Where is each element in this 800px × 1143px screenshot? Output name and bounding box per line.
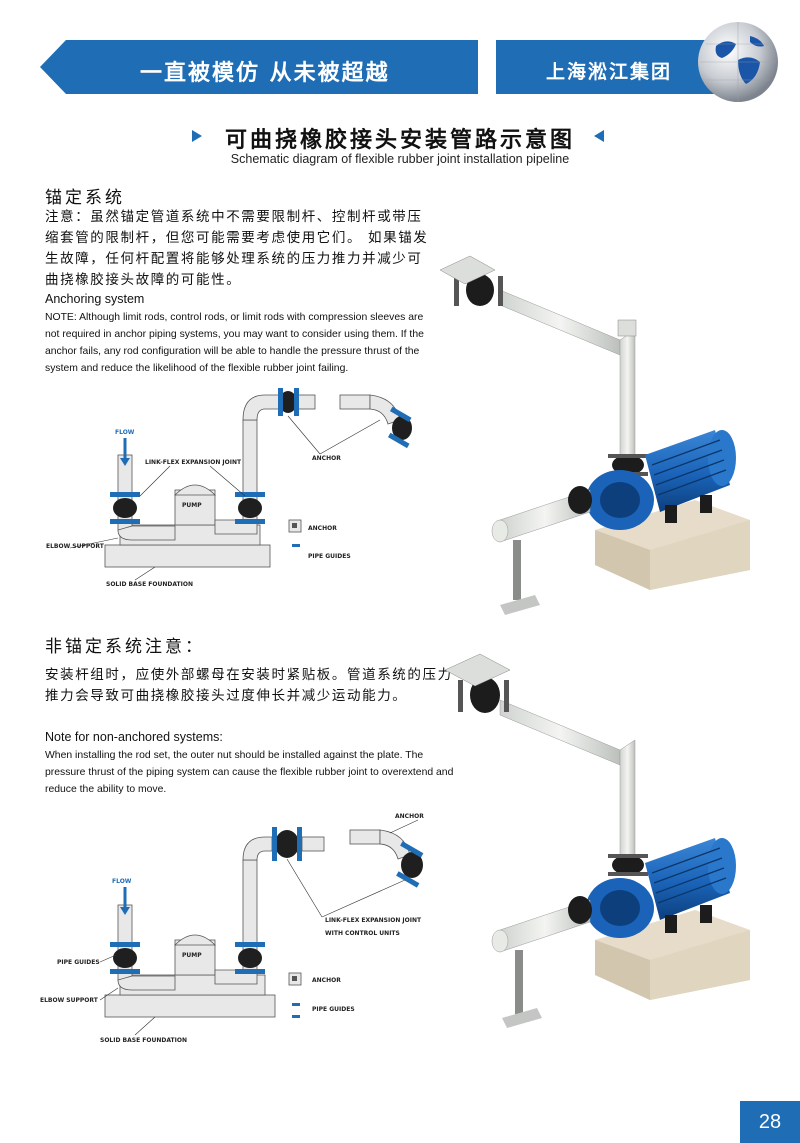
non-anchored-note-en: When installing the rod set, the outer n…: [45, 750, 454, 795]
page-number: 28: [740, 1101, 800, 1143]
anchored-pump-label: PUMP: [182, 502, 202, 509]
slogan-text: 一直被模仿 从未被超越: [140, 61, 390, 86]
non-anchored-foundation-label: SOLID BASE FOUNDATION: [100, 1037, 187, 1044]
non-anchored-heading-zh: 非锚定系统注意：: [45, 637, 205, 657]
anchored-elbow-support-label: ELBOW SUPPORT: [46, 543, 105, 550]
non-anchored-pipe-guides-left-label: PIPE GUIDES: [57, 959, 100, 966]
anchored-pipe-guides-legend: PIPE GUIDES: [308, 553, 351, 560]
anchored-heading-en: Anchoring system: [45, 292, 145, 306]
slogan-banner: [40, 40, 478, 94]
non-anchored-elbow-support-label: ELBOW SUPPORT: [40, 997, 99, 1004]
anchored-expansion-joint-label: LINK-FLEX EXPANSION JOINT: [145, 459, 242, 466]
title-arrow-right-icon: [594, 130, 604, 142]
non-anchored-schematic-diagram: ANCHOR FLOW LINK-FLEX EXPANSION JOINT WI…: [40, 813, 424, 1044]
non-anchored-anchor-legend: ANCHOR: [312, 977, 341, 984]
anchored-note-zh: 注意：虽然锚定管道系统中不需要限制杆、控制杆或带压 缩套管的限制杆，但您可能需要…: [45, 209, 429, 288]
company-name: 上海淞江集团: [546, 61, 673, 83]
non-anchored-pump-label: PUMP: [182, 952, 202, 959]
non-anchored-heading-en: Note for non-anchored systems:: [45, 730, 223, 744]
non-anchored-anchor-top-label: ANCHOR: [395, 813, 424, 820]
page-title-en: Schematic diagram of flexible rubber joi…: [230, 152, 570, 166]
anchored-note-en: NOTE: Although limit rods, control rods,…: [45, 312, 424, 374]
anchored-heading-zh: 锚定系统: [45, 188, 125, 208]
non-anchored-expansion-joint-label-1: LINK-FLEX EXPANSION JOINT: [325, 917, 422, 924]
anchored-foundation-label: SOLID BASE FOUNDATION: [106, 581, 193, 588]
page-title-zh: 可曲挠橡胶接头安装管路示意图: [224, 128, 575, 153]
non-anchored-pump-3d-illustration: [444, 653, 750, 1028]
non-anchored-note-zh: 安装杆组时，应使外部螺母在安装时紧贴板。管道系统的压力 推力会导致可曲挠橡胶接头…: [45, 667, 453, 704]
anchored-pump-3d-illustration: [440, 255, 750, 615]
anchored-anchor-top-label: ANCHOR: [312, 455, 341, 462]
anchored-flow-label: FLOW: [115, 429, 135, 436]
anchored-anchor-legend: ANCHOR: [308, 525, 337, 532]
title-arrow-left-icon: [192, 130, 202, 142]
non-anchored-expansion-joint-label-2: WITH CONTROL UNITS: [325, 930, 400, 937]
non-anchored-flow-label: FLOW: [112, 878, 132, 885]
non-anchored-pipe-guides-legend: PIPE GUIDES: [312, 1006, 355, 1013]
globe-logo: [698, 22, 778, 102]
anchored-schematic-diagram: FLOW LINK-FLEX EXPANSION JOINT ANCHOR PU…: [46, 388, 412, 588]
